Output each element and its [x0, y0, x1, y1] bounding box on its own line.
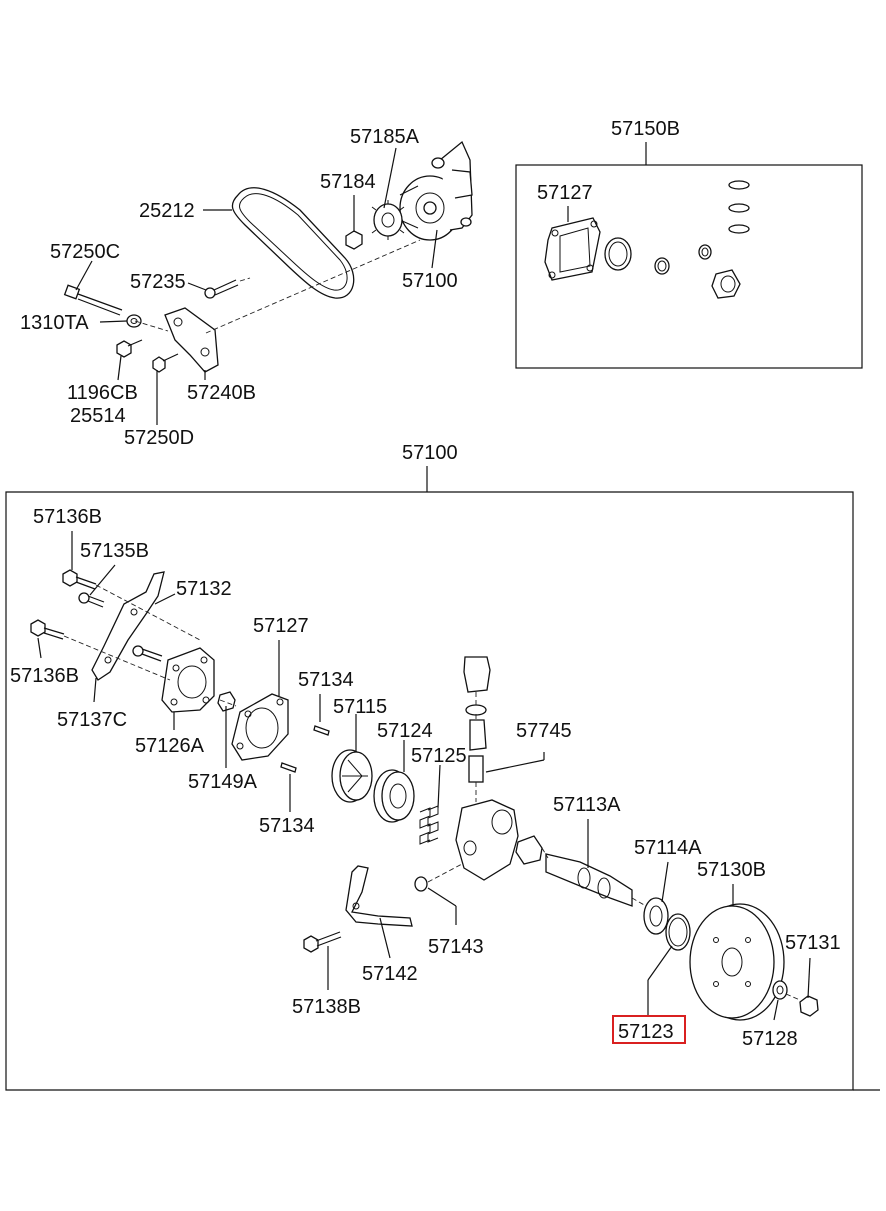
bracket-icon: [164, 307, 219, 373]
label-57240b: 57240B: [187, 382, 256, 404]
main-label-57126a: 57126A: [135, 735, 205, 757]
main-label-57137c: 57137C: [57, 709, 127, 731]
main-label-57125: 57125: [411, 745, 467, 767]
rotor-icon: [331, 749, 373, 803]
bracket-icon: [91, 571, 165, 681]
seal-icon: [711, 269, 741, 299]
bracket-icon: [345, 865, 413, 927]
pump-assembly-icon: [399, 140, 473, 241]
bolt-icon: [303, 931, 342, 953]
bolt-icon: [132, 645, 163, 662]
label-25514: 25514: [70, 405, 126, 427]
washer-icon: [772, 980, 788, 1000]
valve-icon: [463, 656, 491, 783]
label-57250d: 57250D: [124, 427, 194, 449]
label-57250c: 57250C: [50, 241, 120, 263]
pump-body-icon: [455, 799, 519, 881]
pulley-icon: [689, 903, 785, 1021]
pulley-gear-icon: [371, 200, 405, 240]
bolt-icon: [152, 353, 179, 373]
o-ring-icon: [414, 876, 428, 892]
label-57100-top: 57100: [402, 270, 458, 292]
main-label-57124: 57124: [377, 720, 433, 742]
o-ring-icon: [698, 244, 712, 260]
main-label-57136b-top: 57136B: [33, 506, 102, 528]
o-ring-icon: [665, 913, 691, 951]
bolt-icon: [116, 339, 143, 358]
snap-ring-icon: [728, 180, 750, 234]
main-label-57135b: 57135B: [80, 540, 149, 562]
bolt-icon: [204, 279, 239, 299]
kit-box-title: 57150B: [611, 118, 680, 140]
bolt-icon: [30, 619, 65, 640]
drive-belt: [231, 187, 355, 299]
main-box: 57100: [5, 442, 880, 1091]
bolt-icon: [62, 569, 97, 590]
main-label-57128: 57128: [742, 1028, 798, 1050]
top-assembly: 57185A 57184 25212 57250C 57235 57100 13…: [20, 126, 473, 449]
label-57184: 57184: [320, 171, 376, 193]
main-label-57134-bottom: 57134: [259, 815, 315, 837]
gasket-icon: [544, 217, 601, 281]
main-label-57114a: 57114A: [634, 837, 702, 859]
main-label-57745: 57745: [516, 720, 572, 742]
highlight-box: [612, 1015, 686, 1044]
main-label-57134-top: 57134: [298, 669, 354, 691]
label-57185a: 57185A: [350, 126, 420, 148]
cam-ring-icon: [373, 769, 415, 823]
label-1196cb: 1196CB: [67, 382, 138, 404]
main-label-57127: 57127: [253, 615, 309, 637]
main-label-57132: 57132: [176, 578, 232, 600]
o-ring-icon: [654, 257, 670, 275]
kit-box-frame: [515, 164, 863, 369]
washer-icon: [126, 314, 142, 328]
main-label-57149a: 57149A: [188, 771, 258, 793]
kit-label-57127: 57127: [537, 182, 593, 204]
main-label-57115: 57115: [333, 696, 387, 718]
label-57235: 57235: [130, 271, 186, 293]
main-label-57131: 57131: [785, 932, 841, 954]
main-label-57123-highlighted[interactable]: 57123: [618, 1021, 674, 1043]
pump-housing-icon: [161, 647, 215, 713]
label-25212: 25212: [139, 200, 195, 222]
bushing-icon: [515, 835, 543, 865]
seal-icon: [643, 897, 669, 935]
main-label-57138b: 57138B: [292, 996, 361, 1018]
main-box-title: 57100: [402, 442, 458, 464]
bushing-icon: [217, 691, 236, 712]
gasket-icon: [231, 693, 289, 761]
main-label-57130b: 57130B: [697, 859, 766, 881]
spring-icon: [419, 805, 439, 845]
pin-icon: [313, 725, 330, 736]
main-label-57113a: 57113A: [553, 794, 621, 816]
nut-icon: [799, 995, 819, 1017]
pin-icon: [280, 762, 297, 773]
label-1310ta: 1310TA: [20, 312, 89, 334]
bolt-icon: [78, 592, 105, 608]
main-label-57136b-bottom: 57136B: [10, 665, 79, 687]
bolt-icon: [63, 284, 123, 316]
main-label-57142: 57142: [362, 963, 418, 985]
nut-icon: [345, 230, 363, 250]
shaft-icon: [545, 853, 633, 907]
kit-box: 57150B 57127: [515, 118, 863, 369]
main-label-57143: 57143: [428, 936, 484, 958]
